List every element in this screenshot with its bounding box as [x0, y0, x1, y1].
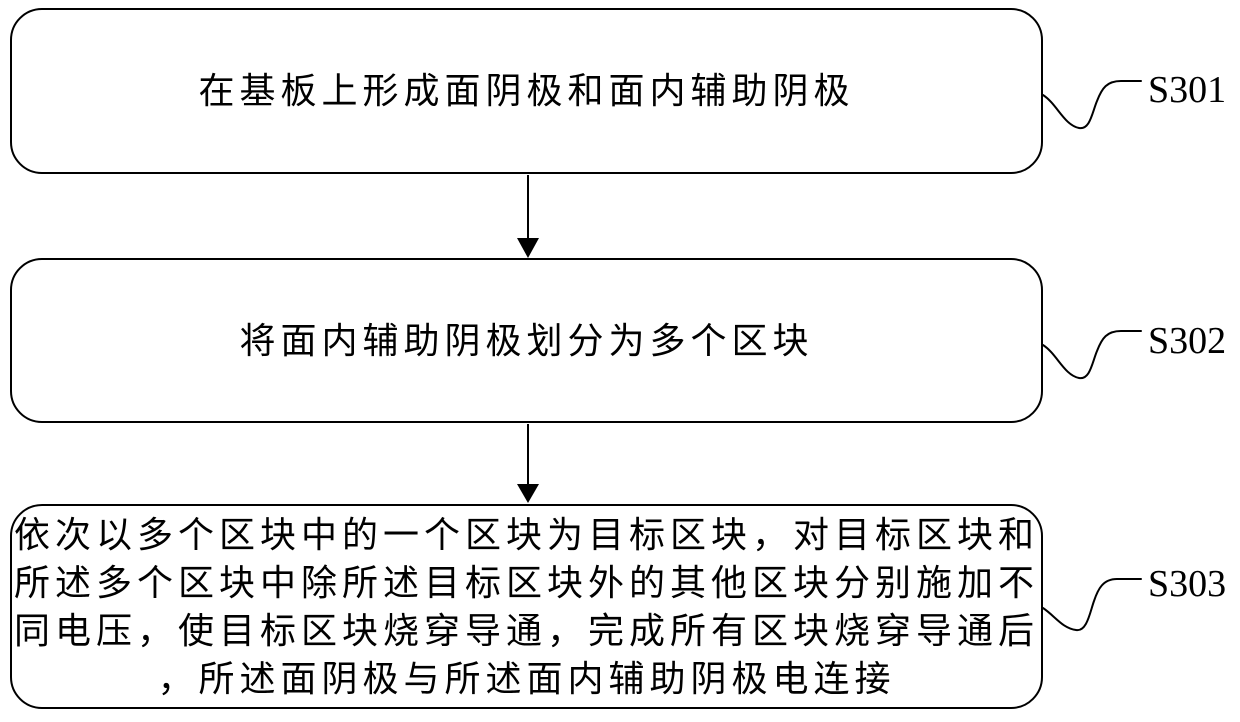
leader-line-s301: [1042, 80, 1142, 130]
flow-step-3-text-line4: ，所述面阴极与所述面内辅助阴极电连接: [157, 658, 896, 699]
leader-line-s303: [1042, 578, 1142, 632]
down-arrow-icon-2: [517, 424, 539, 503]
flow-step-3-box: 依次以多个区块中的一个区块为目标区块，对目标区块和 所述多个区块中除所述目标区块…: [10, 504, 1043, 709]
flow-step-3-text-line2: 所述多个区块中除所述目标区块外的其他区块分别施加不: [13, 562, 1039, 603]
flow-step-2-box: 将面内辅助阴极划分为多个区块: [10, 258, 1043, 423]
step-label-s303: S303: [1148, 563, 1227, 605]
step-label-s302: S302: [1148, 320, 1227, 362]
flow-step-2-text: 将面内辅助阴极划分为多个区块: [239, 320, 814, 361]
flow-step-3-text-line1: 依次以多个区块中的一个区块为目标区块，对目标区块和: [13, 514, 1039, 555]
flow-step-3-text-line3: 同电压，使目标区块烧穿导通，完成所有区块烧穿导通后: [13, 610, 1039, 651]
flow-step-1-text: 在基板上形成面阴极和面内辅助阴极: [198, 71, 855, 111]
step-label-s301: S301: [1148, 69, 1227, 111]
flow-step-1-box: 在基板上形成面阴极和面内辅助阴极: [10, 8, 1043, 174]
leader-line-s302: [1042, 330, 1142, 380]
down-arrow-icon-1: [517, 175, 539, 258]
